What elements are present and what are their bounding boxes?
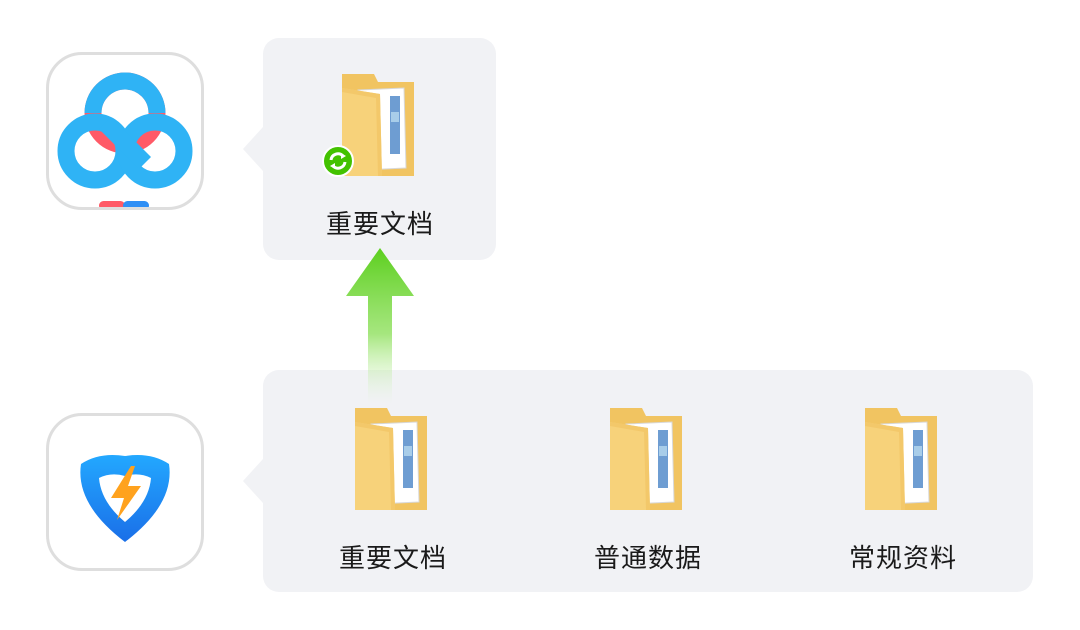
folder-item[interactable]: 普通数据 — [568, 406, 728, 576]
local-folder-panel: 重要文档 普通数据 常规资料 — [263, 370, 1033, 592]
folder-item[interactable]: 重要文档 — [313, 406, 473, 576]
folder-icon — [355, 408, 427, 510]
sync-icon — [322, 145, 354, 177]
folder-item[interactable]: 常规资料 — [823, 406, 983, 576]
folder-label: 重要文档 — [325, 210, 434, 240]
panel-pointer — [243, 459, 263, 503]
cloud-folder-panel: 重要文档 — [263, 38, 496, 260]
folder-label: 普通数据 — [593, 544, 702, 574]
folder-icon — [865, 408, 937, 510]
folder-label: 常规资料 — [848, 544, 957, 574]
upload-arrow-icon — [346, 248, 414, 404]
shield-lightning-app-icon[interactable] — [46, 413, 204, 571]
folder-item[interactable]: 重要文档 — [300, 72, 460, 242]
folder-icon — [610, 408, 682, 510]
cloud-storage-logo-icon — [57, 72, 193, 207]
panel-pointer — [243, 127, 263, 171]
folder-label: 重要文档 — [338, 544, 447, 574]
shield-lightning-logo-icon — [80, 455, 170, 542]
cloud-storage-app-icon[interactable] — [46, 52, 204, 210]
